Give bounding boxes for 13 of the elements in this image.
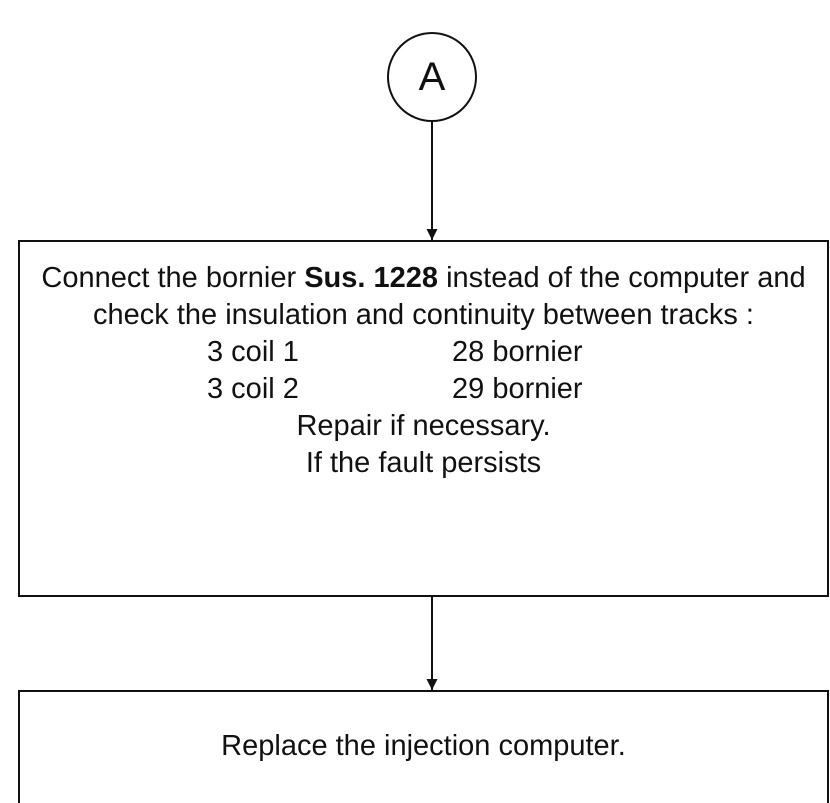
instruction-text: Connect the bornier Sus. 1228 instead of the computer and check the insulation and continuity between tracks : xyxy=(40,261,807,333)
track-label: 3 coil 1 xyxy=(207,335,300,370)
track-label: 28 bornier xyxy=(452,335,584,370)
arrow xyxy=(426,122,438,240)
arrow xyxy=(426,597,438,690)
connector-letter: A xyxy=(418,54,446,100)
track-label: 3 coil 2 xyxy=(207,372,300,407)
instruction-text: Repair if necessary. xyxy=(296,409,551,444)
track-label: 29 bornier xyxy=(452,372,584,407)
process-box xyxy=(18,690,829,803)
instruction-text: Replace the injection computer. xyxy=(221,729,626,764)
process-box xyxy=(18,240,829,597)
instruction-text: If the fault persists xyxy=(306,446,542,481)
